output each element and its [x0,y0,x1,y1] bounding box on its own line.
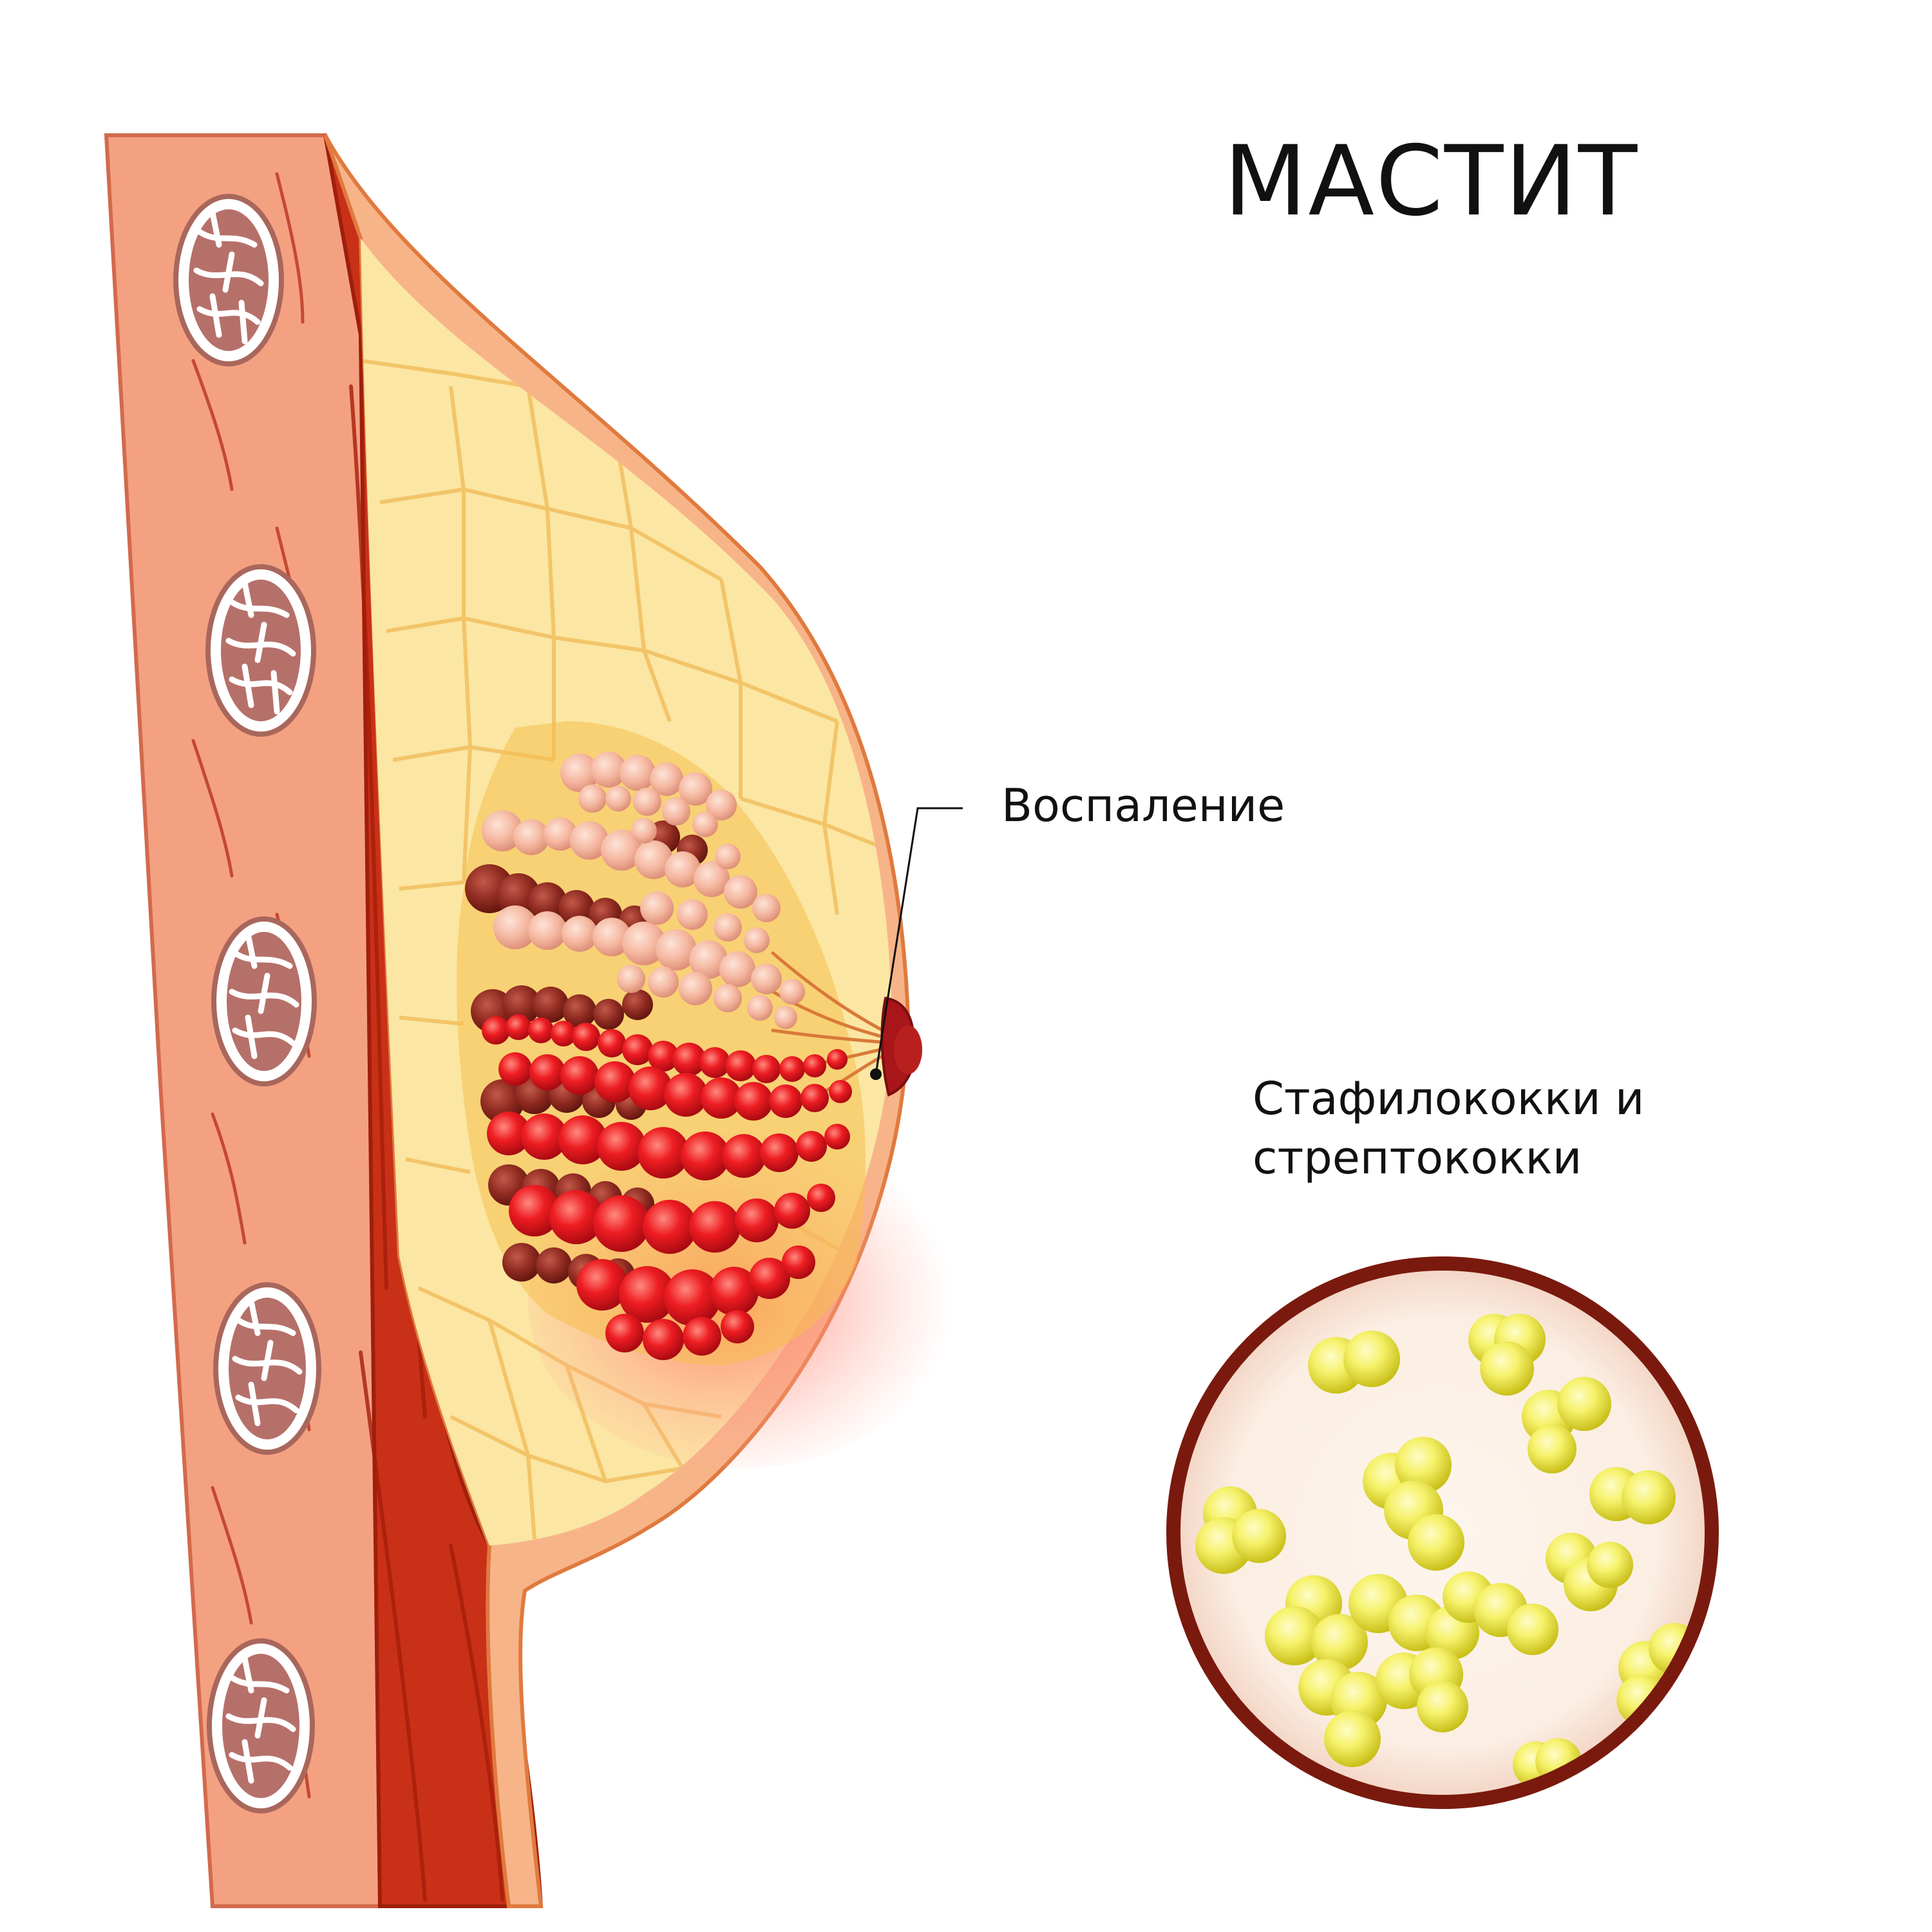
lobules-inflamed [482,1014,852,1360]
bacteria-label-line2: стрептококки [1253,1132,1582,1185]
diagram-title: МАСТИТ [1224,126,1639,238]
rib [213,1282,321,1455]
inflammation-label: Воспаление [1001,779,1285,832]
bacteria-label-line1: Стафилококки и [1253,1072,1645,1125]
rib [205,564,316,737]
bacteria-label: Стафилококки и стрептококки [1253,1069,1644,1188]
lens-border [1166,1256,1719,1809]
rib [173,194,284,366]
nipple-tip [894,1025,922,1074]
rib [207,1638,315,1814]
rib [211,916,317,1086]
inflammation-callout [870,807,963,1080]
lobules-healthy [482,752,805,1029]
microscope-view [1166,1256,1719,1809]
